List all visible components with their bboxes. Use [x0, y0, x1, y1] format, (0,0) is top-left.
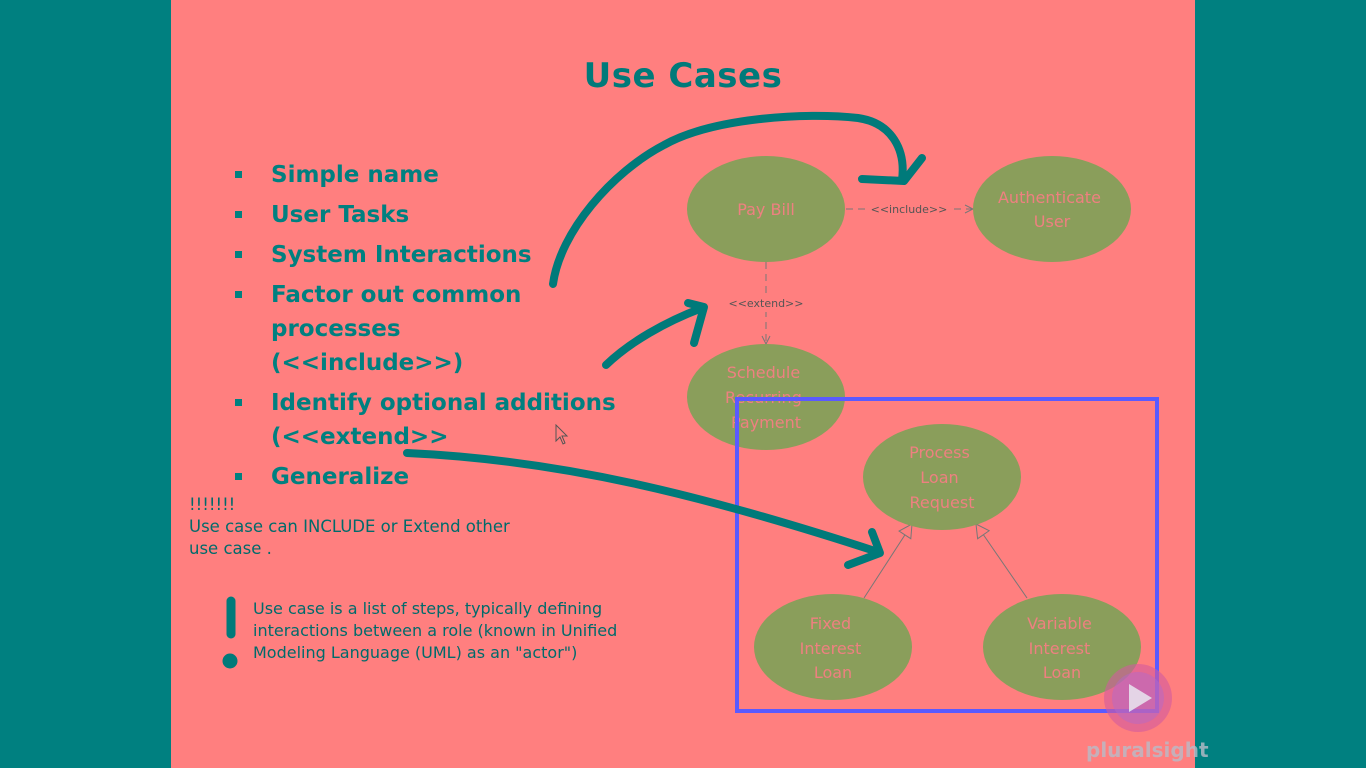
bullet-text-line: User Tasks — [271, 202, 410, 228]
note-line: interactions between a role (known in Un… — [253, 621, 618, 640]
authenticate-user-line-1: Authenticate — [998, 188, 1101, 207]
pay-bill-line-1: Pay Bill — [737, 200, 795, 219]
use-case-pay-bill: Pay Bill — [687, 156, 845, 262]
authenticate-user-line-2: User — [1034, 212, 1071, 231]
process-loan-line-2: Loan — [920, 468, 958, 487]
extend-label: <<extend>> — [729, 297, 804, 310]
bullet-item: User Tasks — [231, 198, 651, 232]
include-label-bg — [868, 200, 950, 218]
use-case-process-loan-request: Process Loan Request — [863, 424, 1021, 530]
annotation-arrowhead-extend — [684, 299, 708, 347]
svg-text:Pay Bill: Pay Bill — [737, 200, 795, 219]
pluralsight-logo-text: pluralsight — [1086, 738, 1209, 762]
svg-text:Fixed Interest Loa: Fixed Interest Loan — [800, 614, 867, 682]
include-label: <<include>> — [871, 203, 948, 216]
svg-text:Variable Interest: Variable Interest Loan — [1027, 614, 1097, 682]
annotation-arrow-include — [549, 111, 907, 288]
annotation-arrow-generalize — [403, 449, 882, 556]
svg-text:Process Loan Reque: Process Loan Request — [909, 443, 975, 512]
bullet-item: System Interactions — [231, 238, 651, 272]
schedule-payment-line-3: Payment — [731, 413, 801, 432]
mouse-cursor-icon — [555, 424, 569, 445]
bullet-text-line: Factor out common processes — [271, 282, 522, 342]
variable-loan-line-1: Variable — [1027, 614, 1092, 633]
bullet-square-icon — [235, 291, 242, 298]
annotation-arrowhead-include — [858, 154, 926, 185]
highlight-box — [735, 397, 1159, 713]
annotation-marker-dot — [222, 653, 238, 669]
note-use-case-definition: Use case is a list of steps, typically d… — [253, 598, 693, 664]
svg-text:Authenticate User: Authenticate User — [998, 188, 1106, 231]
bullet-square-icon — [235, 399, 242, 406]
generalization-variable — [975, 523, 1028, 599]
fixed-loan-line-3: Loan — [814, 663, 852, 682]
annotation-arrowhead-generalize — [844, 528, 884, 569]
slide-title: Use Cases — [583, 56, 783, 96]
bullet-item: Simple name — [231, 158, 651, 192]
bullet-text-line: Identify optional additions — [271, 390, 616, 416]
play-icon — [1104, 664, 1172, 732]
fixed-loan-line-2: Interest — [800, 639, 862, 658]
bullet-text-line: System Interactions — [271, 242, 532, 268]
variable-loan-line-3: Loan — [1043, 663, 1081, 682]
use-case-variable-interest-loan: Variable Interest Loan — [983, 594, 1141, 700]
generalization-fixed — [863, 523, 913, 599]
bullet-text-line: Generalize — [271, 464, 410, 490]
process-loan-line-1: Process — [909, 443, 970, 462]
variable-loan-line-2: Interest — [1029, 639, 1091, 658]
bullet-item: Factor out common processes (<<include>>) — [231, 278, 651, 380]
bullet-square-icon — [235, 251, 242, 258]
svg-text:Schedule Recurring: Schedule Recurring Payment — [725, 363, 807, 432]
bullet-item: Identify optional additions (<<extend>> — [231, 386, 651, 454]
bullet-square-icon — [235, 473, 242, 480]
schedule-payment-line-1: Schedule — [727, 363, 801, 382]
note-line: Use case is a list of steps, typically d… — [253, 599, 603, 618]
bullet-text-line: Simple name — [271, 162, 439, 188]
fixed-loan-line-1: Fixed — [810, 614, 851, 633]
bullet-text-line: (<<include>>) — [271, 350, 464, 376]
note-include-extend: !!!!!!! Use case can INCLUDE or Extend ot… — [189, 494, 569, 560]
note-line: use case . — [189, 539, 272, 558]
bullet-square-icon — [235, 171, 242, 178]
note-line: !!!!!!! — [189, 495, 236, 514]
bullet-item: Generalize — [231, 460, 651, 494]
note-line: Use case can INCLUDE or Extend other — [189, 517, 510, 536]
note-line: Modeling Language (UML) as an "actor") — [253, 643, 578, 662]
bullet-text-line: (<<extend>> — [271, 424, 449, 450]
process-loan-line-3: Request — [910, 493, 975, 512]
annotation-arrow-extend — [602, 304, 706, 369]
use-case-authenticate-user: Authenticate User — [973, 156, 1131, 262]
extend-label-bg — [728, 294, 806, 312]
bullet-square-icon — [235, 211, 242, 218]
use-case-fixed-interest-loan: Fixed Interest Loan — [754, 594, 912, 700]
